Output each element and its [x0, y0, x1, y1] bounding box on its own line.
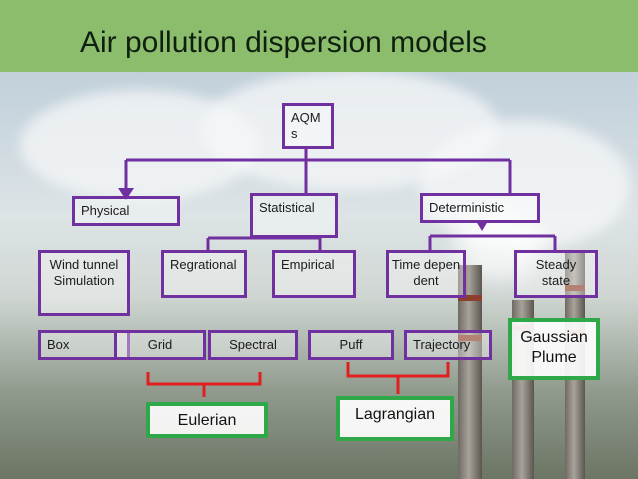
node-deterministic: Deterministic: [420, 193, 540, 223]
node-deterministic-label: Deterministic: [429, 200, 505, 215]
chimney-stack: [458, 265, 482, 479]
node-lagrangian: Lagrangian: [336, 396, 454, 441]
node-time-dependent: Time dependent: [386, 250, 466, 298]
node-regrational: Regrational: [161, 250, 247, 298]
node-aqms-label: AQMs: [291, 110, 321, 141]
node-lagrangian-label: Lagrangian: [354, 406, 436, 423]
node-wind-tunnel-label: Wind tunnel Simulation: [49, 257, 119, 288]
node-steady-state-label: Steady state: [535, 257, 577, 288]
node-gaussian-plume: Gaussian Plume: [508, 318, 600, 380]
node-spectral: Spectral: [208, 330, 298, 360]
node-empirical-label: Empirical: [281, 257, 335, 272]
node-statistical: Statistical: [250, 193, 338, 238]
title-bar: Air pollution dispersion models: [0, 0, 638, 72]
node-physical-label: Physical: [81, 203, 130, 218]
node-wind-tunnel: Wind tunnel Simulation: [38, 250, 130, 316]
node-trajectory-label: Trajectory: [413, 337, 471, 352]
node-steady-state: Steady state: [514, 250, 598, 298]
node-grid-label: Grid: [147, 337, 173, 352]
node-regrational-label: Regrational: [170, 257, 237, 272]
node-gaussian-plume-label: Gaussian Plume: [520, 329, 588, 366]
node-grid: Grid: [114, 330, 206, 360]
node-statistical-label: Statistical: [259, 200, 315, 215]
slide-title: Air pollution dispersion models: [80, 26, 487, 59]
node-aqms: AQMs: [282, 103, 334, 149]
node-puff: Puff: [308, 330, 394, 360]
node-trajectory: Trajectory: [404, 330, 492, 360]
node-time-dependent-label: Time dependent: [391, 257, 461, 288]
node-eulerian-label: Eulerian: [177, 412, 237, 429]
node-eulerian: Eulerian: [146, 402, 268, 438]
node-physical: Physical: [72, 196, 180, 226]
node-empirical: Empirical: [272, 250, 356, 298]
node-spectral-label: Spectral: [229, 337, 277, 352]
node-box-label: Box: [47, 337, 70, 352]
node-puff-label: Puff: [339, 337, 363, 352]
